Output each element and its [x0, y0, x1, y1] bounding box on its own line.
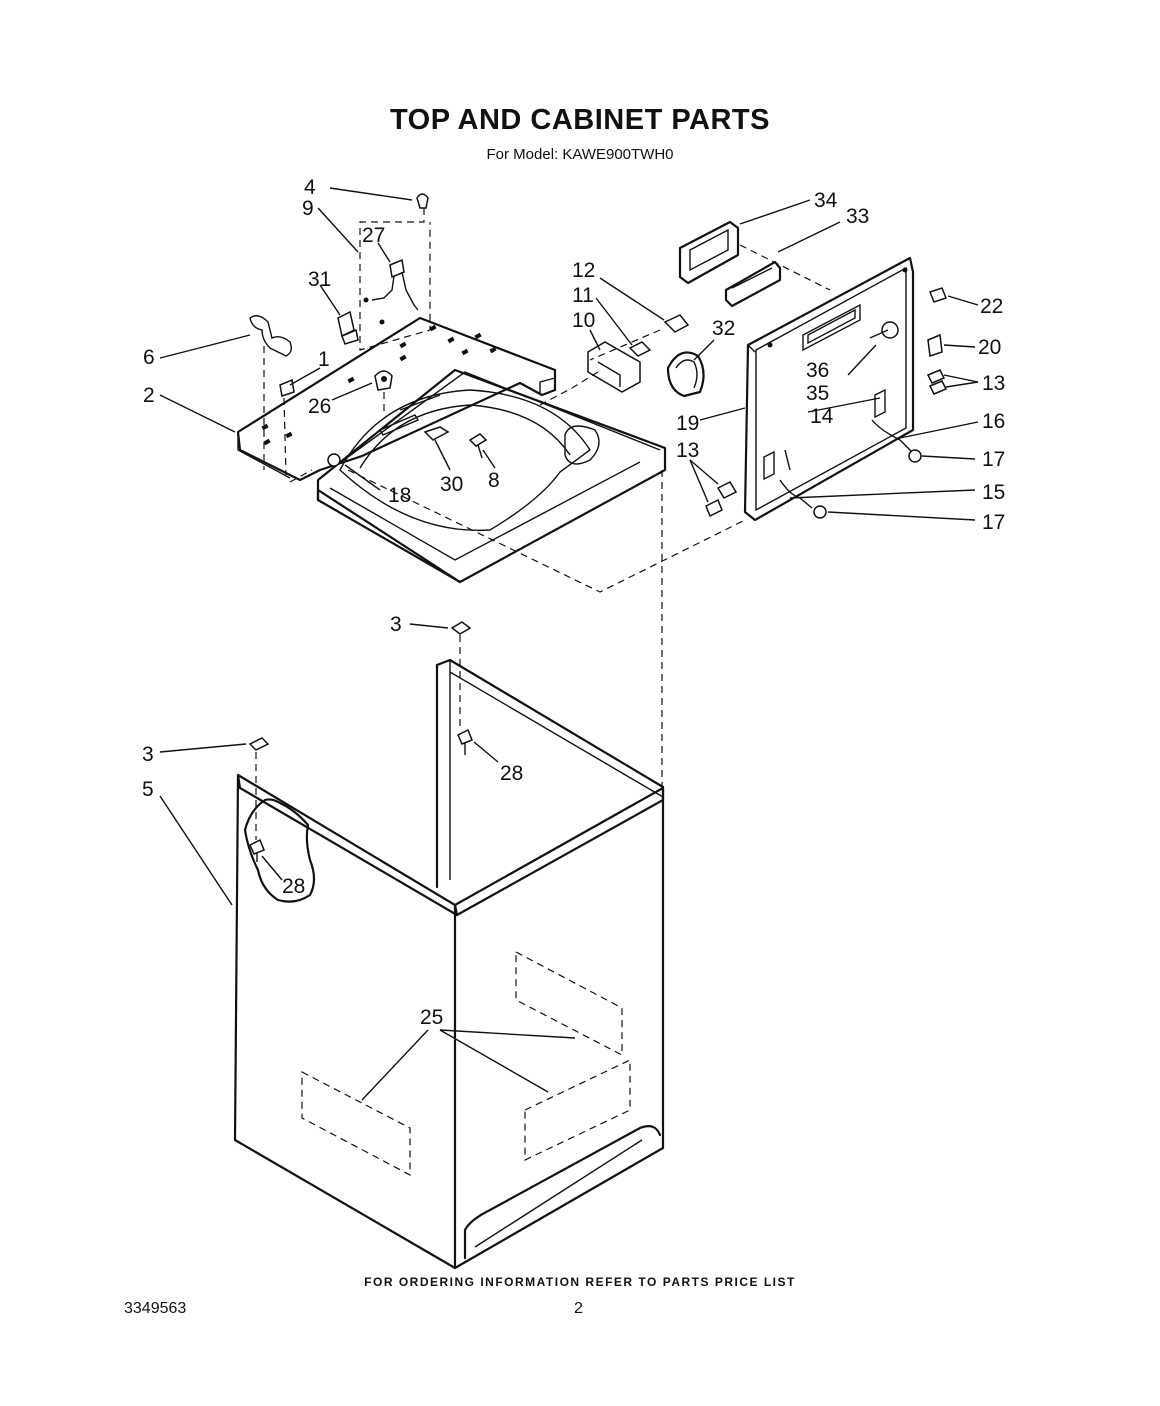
callout-35: 35: [806, 382, 829, 405]
callout-17-lower: 17: [982, 511, 1005, 534]
trim-pieces: [678, 220, 782, 308]
callout-18: 18: [388, 484, 411, 507]
callout-16: 16: [982, 410, 1005, 433]
washer-top: [236, 316, 667, 584]
callout-labels: 4 9 27 31 6 1 2 26 18 30 8 12 11 10 32 3…: [142, 176, 1005, 1029]
callout-20: 20: [978, 336, 1001, 359]
ordering-note: FOR ORDERING INFORMATION REFER TO PARTS …: [364, 1275, 796, 1289]
callout-17-upper: 17: [982, 448, 1005, 471]
callout-13-right: 13: [982, 372, 1005, 395]
cabinet: [233, 658, 665, 1270]
callout-10: 10: [572, 309, 595, 332]
callout-27: 27: [362, 224, 385, 247]
callout-8: 8: [488, 469, 500, 492]
callout-32: 32: [712, 317, 735, 340]
callout-31: 31: [308, 268, 331, 291]
callout-26: 26: [308, 395, 331, 418]
document-number: 3349563: [124, 1300, 187, 1317]
hardware-parts: [248, 193, 948, 862]
assembly-lines: [255, 208, 831, 840]
callout-25: 25: [420, 1006, 443, 1029]
callout-3-upper: 3: [390, 613, 402, 636]
callout-36: 36: [806, 359, 829, 382]
callout-9: 9: [302, 197, 314, 220]
callout-1: 1: [318, 348, 330, 371]
callout-6: 6: [143, 346, 155, 369]
callout-5: 5: [142, 778, 154, 801]
callout-15: 15: [982, 481, 1005, 504]
leader-lines: [159, 187, 979, 1101]
callout-28-upper: 28: [500, 762, 523, 785]
console-panel: [743, 256, 915, 522]
callout-33: 33: [846, 205, 869, 228]
callout-2: 2: [143, 384, 155, 407]
callout-22: 22: [980, 295, 1003, 318]
page-title: TOP AND CABINET PARTS: [389, 104, 770, 136]
callout-12: 12: [572, 259, 595, 282]
callout-13-left: 13: [676, 439, 699, 462]
model-subtitle: For Model: KAWE900TWH0: [486, 146, 674, 163]
callout-30: 30: [440, 473, 463, 496]
callout-3-lower: 3: [142, 743, 154, 766]
callout-4: 4: [304, 176, 316, 199]
page-number: 2: [574, 1300, 583, 1317]
callout-11: 11: [572, 284, 594, 307]
callout-19: 19: [676, 412, 699, 435]
callout-28-lower: 28: [282, 875, 305, 898]
callout-34: 34: [814, 189, 838, 212]
callout-14: 14: [810, 405, 834, 428]
